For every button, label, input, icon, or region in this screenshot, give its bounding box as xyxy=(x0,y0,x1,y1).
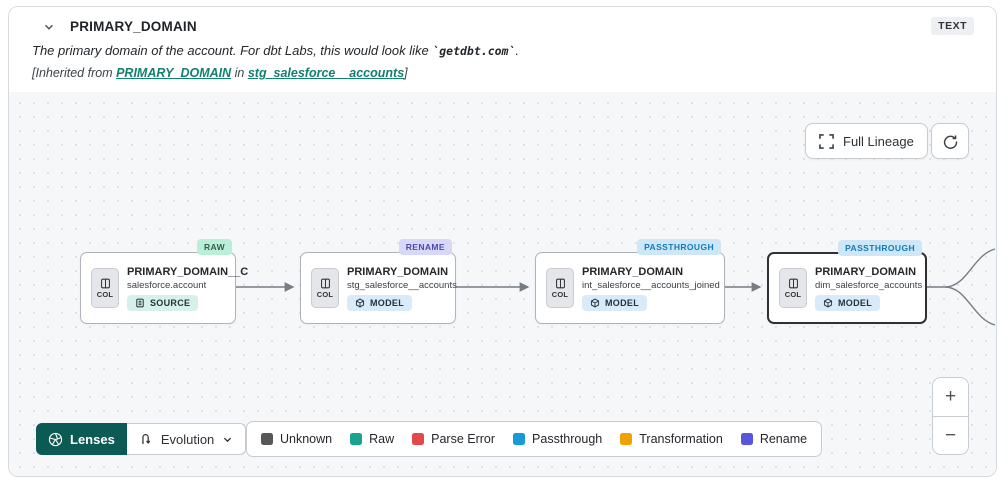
resource-type-badge: MODEL xyxy=(815,294,880,311)
lineage-node-stg-salesforce-accounts[interactable]: RENAME COL PRIMARY_DOMAIN stg_salesforce… xyxy=(300,239,457,324)
lens-aperture-icon xyxy=(48,432,63,446)
node-model-name: int_salesforce__accounts_joined xyxy=(582,279,720,291)
full-lineage-button[interactable]: Full Lineage xyxy=(805,123,928,159)
lineage-node-int-salesforce-accounts-joined[interactable]: PASSTHROUGH COL PRIMARY_DOMAIN int_sales… xyxy=(535,239,725,324)
columns-icon xyxy=(555,278,565,288)
legend-item: Transformation xyxy=(620,432,723,446)
legend-swatch-transformation xyxy=(620,433,633,445)
column-description: The primary domain of the account. For d… xyxy=(32,43,520,58)
lenses-label: Lenses xyxy=(70,431,115,447)
lens-legend: Unknown Raw Parse Error Passthrough Tran… xyxy=(246,421,823,457)
lineage-edges xyxy=(236,248,996,326)
columns-icon xyxy=(100,278,110,288)
model-icon xyxy=(590,298,600,307)
columns-icon xyxy=(320,278,330,288)
legend-swatch-unknown xyxy=(261,433,273,445)
column-type-badge: TEXT xyxy=(931,17,974,35)
lens-dropdown[interactable]: Evolution xyxy=(126,423,247,455)
chevron-down-icon[interactable] xyxy=(42,20,56,34)
column-title: PRIMARY_DOMAIN xyxy=(70,19,197,34)
refresh-button[interactable] xyxy=(931,123,969,159)
legend-swatch-passthrough xyxy=(513,433,526,445)
lineage-node-dim-salesforce-accounts[interactable]: PASSTHROUGH COL PRIMARY_DOMAIN dim_sales… xyxy=(767,240,927,324)
lineage-canvas[interactable]: Full Lineage RAW COL PRIMARY_DOMAIN__C s… xyxy=(9,92,996,476)
column-chip: COL xyxy=(546,268,574,308)
node-model-name: salesforce.account xyxy=(127,279,207,291)
inherited-model-link[interactable]: stg_salesforce__accounts xyxy=(247,66,405,80)
resource-type-badge: MODEL xyxy=(347,294,412,311)
legend-item: Raw xyxy=(350,432,394,446)
zoom-controls: + − xyxy=(932,377,969,455)
node-model-name: dim_salesforce_accounts xyxy=(815,279,923,291)
resource-type-badge: SOURCE xyxy=(127,294,199,311)
chevron-down-icon xyxy=(224,437,232,442)
node-column-name: PRIMARY_DOMAIN xyxy=(815,265,917,278)
status-tag: PASSTHROUGH xyxy=(838,240,922,256)
full-lineage-label: Full Lineage xyxy=(843,133,914,149)
node-column-name: PRIMARY_DOMAIN__C xyxy=(127,265,249,278)
column-chip: COL xyxy=(311,268,339,308)
column-chip: COL xyxy=(91,268,119,308)
legend-swatch-raw xyxy=(350,433,363,445)
model-icon xyxy=(355,298,365,307)
inline-code: `getdbt.com` xyxy=(432,44,516,58)
status-tag: RAW xyxy=(196,239,232,255)
column-header: PRIMARY_DOMAIN TEXT The primary domain o… xyxy=(9,7,996,92)
inherited-from-note: [Inherited from PRIMARY_DOMAIN in stg_sa… xyxy=(32,66,408,80)
inherited-column-link[interactable]: PRIMARY_DOMAIN xyxy=(116,66,232,80)
status-tag: RENAME xyxy=(398,239,452,255)
column-lineage-panel: PRIMARY_DOMAIN TEXT The primary domain o… xyxy=(8,6,997,477)
legend-item: Parse Error xyxy=(412,432,495,446)
lineage-node-salesforce-account[interactable]: RAW COL PRIMARY_DOMAIN__C salesforce.acc… xyxy=(80,239,248,324)
legend-item: Passthrough xyxy=(513,432,602,446)
legend-item: Rename xyxy=(740,432,807,446)
columns-icon xyxy=(788,278,798,288)
legend-swatch-parse-error xyxy=(412,433,425,445)
refresh-icon xyxy=(943,135,957,149)
resource-type-badge: MODEL xyxy=(582,294,647,311)
node-column-name: PRIMARY_DOMAIN xyxy=(582,265,684,278)
zoom-out-button[interactable]: − xyxy=(933,416,968,454)
source-icon xyxy=(136,298,144,307)
zoom-in-button[interactable]: + xyxy=(933,378,968,416)
legend-swatch-rename xyxy=(740,433,753,445)
node-column-name: PRIMARY_DOMAIN xyxy=(347,265,449,278)
evolution-icon xyxy=(141,434,151,444)
expand-icon xyxy=(819,133,834,149)
status-tag: PASSTHROUGH xyxy=(637,239,721,255)
lens-dropdown-value: Evolution xyxy=(160,431,215,447)
lenses-control: Lenses Evolution xyxy=(36,423,247,455)
lenses-button[interactable]: Lenses xyxy=(36,423,127,455)
legend-item: Unknown xyxy=(261,432,332,446)
column-chip: COL xyxy=(779,268,807,308)
node-model-name: stg_salesforce__accounts xyxy=(347,279,457,291)
model-icon xyxy=(823,298,833,307)
